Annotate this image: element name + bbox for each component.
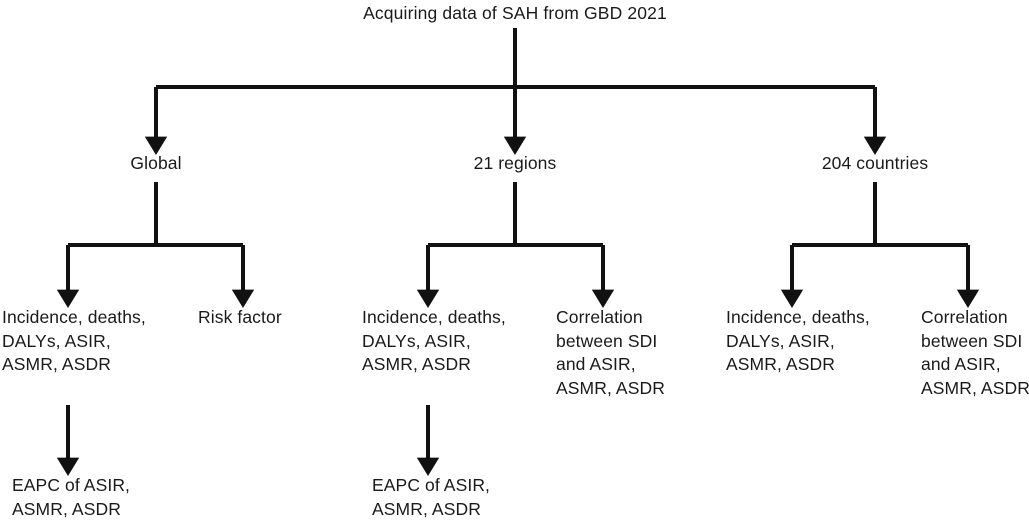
node-countries-correlation: Correlation between SDI and ASIR, ASMR, … [921, 307, 1029, 398]
node-regions-eapc: EAPC of ASIR, ASMR, ASDR [372, 475, 491, 519]
node-global: Global [130, 153, 182, 173]
node-global-risk-factor: Risk factor [198, 307, 282, 327]
node-global-metrics: Incidence, deaths, DALYs, ASIR, ASMR, AS… [2, 307, 146, 374]
node-regions-metrics: Incidence, deaths, DALYs, ASIR, ASMR, AS… [362, 307, 506, 374]
node-regions-correlation: Correlation between SDI and ASIR, ASMR, … [556, 307, 665, 398]
node-title: Acquiring data of SAH from GBD 2021 [363, 3, 667, 23]
node-countries-metrics: Incidence, deaths, DALYs, ASIR, ASMR, AS… [726, 307, 870, 374]
node-global-eapc: EAPC of ASIR, ASMR, ASDR [12, 475, 131, 519]
node-countries: 204 countries [821, 153, 929, 173]
node-regions: 21 regions [473, 153, 557, 173]
